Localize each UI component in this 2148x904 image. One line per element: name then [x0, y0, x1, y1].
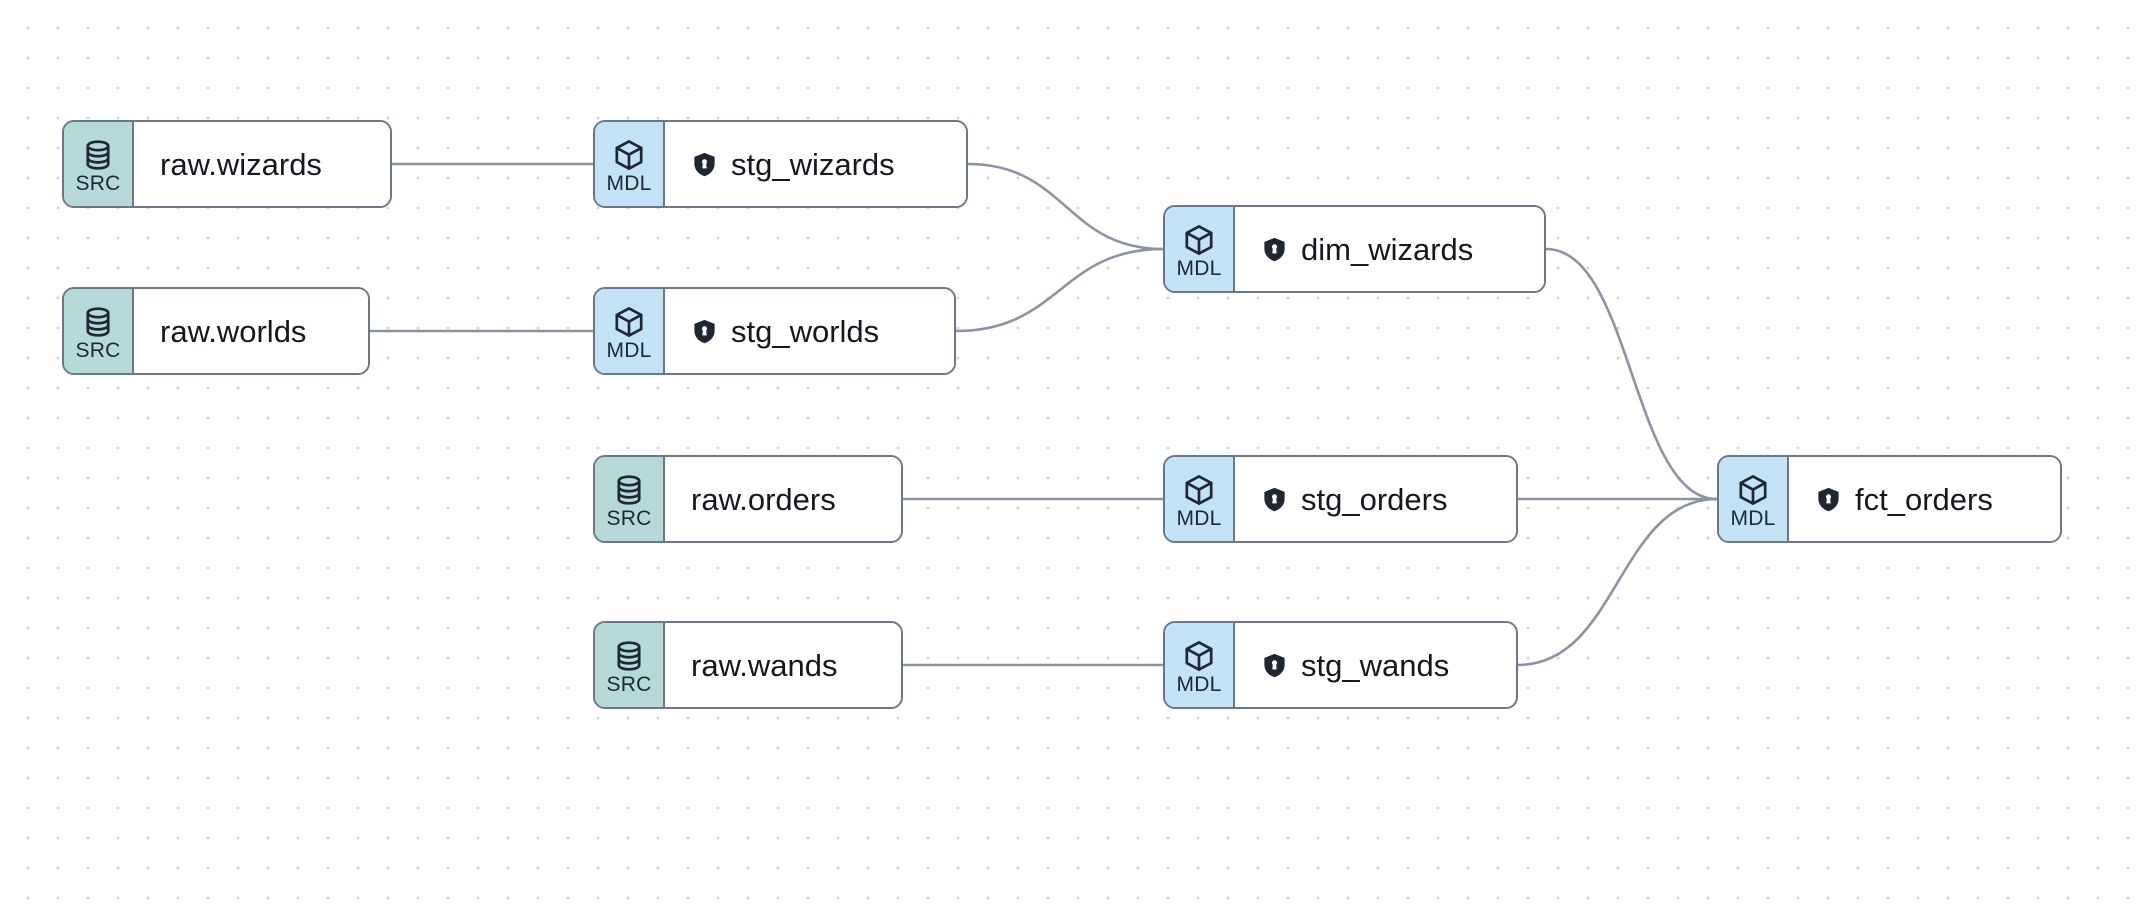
node-type-label: SRC	[75, 172, 121, 195]
node-label: stg_wands	[1301, 647, 1450, 683]
node-type-badge-src: SRC	[595, 457, 665, 541]
node-type-label: MDL	[1176, 507, 1222, 530]
node-type-badge-src: SRC	[64, 289, 134, 373]
cube-icon	[1182, 223, 1216, 257]
node-body: raw.orders	[665, 457, 901, 541]
node-type-label: SRC	[606, 507, 652, 530]
shield-lock-icon	[1261, 486, 1288, 513]
cube-icon	[1182, 639, 1216, 673]
lineage-node-stg_worlds[interactable]: MDL stg_worlds	[593, 287, 956, 375]
node-type-label: MDL	[606, 339, 652, 362]
lineage-edge-dim_wizards-to-fct_orders[interactable]	[1544, 247, 1719, 501]
node-type-label: MDL	[606, 172, 652, 195]
node-body: raw.wizards	[134, 122, 390, 206]
node-body: stg_orders	[1235, 457, 1516, 541]
lineage-node-raw_wizards[interactable]: SRC raw.wizards	[62, 120, 392, 208]
node-body: raw.worlds	[134, 289, 368, 373]
node-type-badge-mdl: MDL	[1165, 457, 1235, 541]
node-body: stg_wands	[1235, 623, 1516, 707]
node-body: dim_wizards	[1235, 207, 1544, 291]
node-type-badge-mdl: MDL	[1165, 623, 1235, 707]
cube-icon	[1182, 473, 1216, 507]
shield-lock-icon	[1815, 486, 1842, 513]
database-icon	[81, 305, 115, 339]
shield-lock-icon	[691, 318, 718, 345]
node-label: stg_wizards	[731, 146, 895, 182]
node-label: raw.wizards	[160, 146, 322, 182]
node-type-badge-mdl: MDL	[1165, 207, 1235, 291]
lineage-node-fct_orders[interactable]: MDL fct_orders	[1717, 455, 2062, 543]
cube-icon	[612, 305, 646, 339]
shield-lock-icon	[1261, 236, 1288, 263]
node-type-label: MDL	[1176, 673, 1222, 696]
node-label: raw.orders	[691, 481, 836, 517]
lineage-node-stg_orders[interactable]: MDL stg_orders	[1163, 455, 1518, 543]
node-type-label: MDL	[1176, 257, 1222, 280]
database-icon	[612, 473, 646, 507]
node-label: stg_orders	[1301, 481, 1448, 517]
node-body: raw.wands	[665, 623, 901, 707]
node-label: stg_worlds	[731, 313, 880, 349]
shield-lock-icon	[691, 151, 718, 178]
node-body: stg_wizards	[665, 122, 966, 206]
lineage-edge-stg_worlds-to-dim_wizards[interactable]	[954, 247, 1165, 333]
node-type-badge-mdl: MDL	[595, 122, 665, 206]
cube-icon	[1736, 473, 1770, 507]
node-type-label: MDL	[1730, 507, 1776, 530]
node-label: raw.worlds	[160, 313, 307, 349]
lineage-edge-stg_wands-to-fct_orders[interactable]	[1516, 497, 1719, 667]
node-label: fct_orders	[1855, 481, 1993, 517]
node-label: raw.wands	[691, 647, 838, 683]
lineage-node-raw_wands[interactable]: SRC raw.wands	[593, 621, 903, 709]
lineage-node-raw_worlds[interactable]: SRC raw.worlds	[62, 287, 370, 375]
lineage-edge-stg_wizards-to-dim_wizards[interactable]	[966, 162, 1165, 251]
node-type-badge-src: SRC	[64, 122, 134, 206]
database-icon	[81, 138, 115, 172]
node-type-label: SRC	[606, 673, 652, 696]
node-type-badge-src: SRC	[595, 623, 665, 707]
node-type-label: SRC	[75, 339, 121, 362]
database-icon	[612, 639, 646, 673]
lineage-node-raw_orders[interactable]: SRC raw.orders	[593, 455, 903, 543]
node-type-badge-mdl: MDL	[1719, 457, 1789, 541]
lineage-node-dim_wizards[interactable]: MDL dim_wizards	[1163, 205, 1546, 293]
lineage-node-stg_wands[interactable]: MDL stg_wands	[1163, 621, 1518, 709]
node-label: dim_wizards	[1301, 231, 1474, 267]
node-body: fct_orders	[1789, 457, 2060, 541]
node-body: stg_worlds	[665, 289, 954, 373]
lineage-node-stg_wizards[interactable]: MDL stg_wizards	[593, 120, 968, 208]
cube-icon	[612, 138, 646, 172]
shield-lock-icon	[1261, 652, 1288, 679]
node-type-badge-mdl: MDL	[595, 289, 665, 373]
